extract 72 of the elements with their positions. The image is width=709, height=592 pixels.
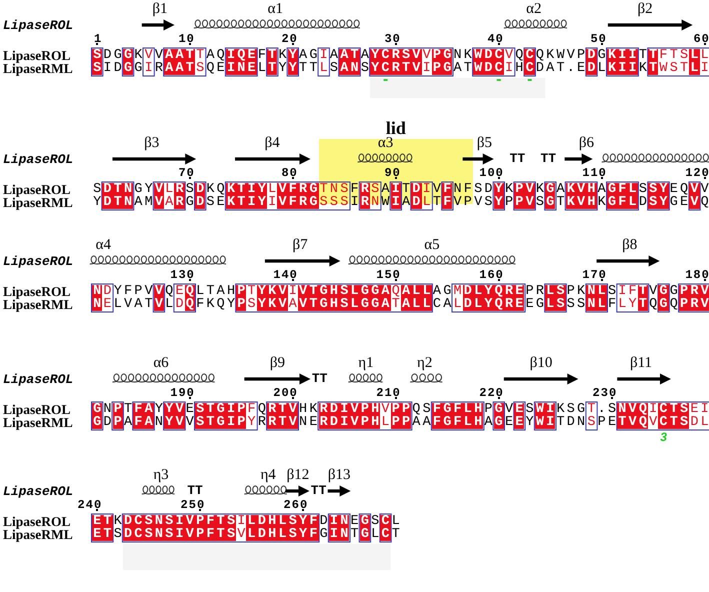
structure-label: η1	[358, 355, 374, 372]
structure-label: β9	[270, 355, 285, 372]
position-number: 240	[78, 498, 102, 512]
sequence-name: LipaseROL	[3, 152, 74, 167]
turn-label: TT	[540, 151, 556, 166]
sequence-name: LipaseRML	[3, 298, 73, 311]
position-number: 220	[479, 386, 504, 400]
position-number: 160	[479, 268, 504, 282]
structure-label: η3	[153, 467, 169, 484]
position-number: 80	[281, 166, 298, 180]
position-number: 30	[384, 32, 401, 46]
position-number: 130	[170, 268, 195, 282]
position-number: 140	[273, 268, 298, 282]
turn-label: TT	[510, 151, 526, 166]
structure-label: β1	[152, 1, 168, 18]
position-number: 210	[376, 386, 401, 400]
structure-label: η2	[417, 355, 432, 372]
sequence-name: LipaseROL	[3, 372, 74, 387]
position-number: 170	[582, 268, 607, 282]
position-number: 120	[685, 166, 709, 180]
position-number: 110	[582, 166, 607, 180]
region-label: lid	[386, 118, 407, 138]
structure-label: η4	[260, 467, 276, 484]
structure-label: α2	[526, 1, 542, 18]
sequence-name: LipaseRML	[3, 196, 73, 209]
position-number: 10	[178, 32, 195, 46]
sequence-name: LipaseRML	[3, 416, 73, 429]
structure-label: β3	[144, 135, 160, 152]
turn-label: TT	[187, 483, 203, 498]
turn-label: TT	[312, 371, 328, 386]
position-number: 70	[178, 166, 195, 180]
structure-label: α3	[378, 135, 394, 152]
sequence-name: LipaseRML	[3, 62, 73, 75]
sequence-name: LipaseROL	[3, 403, 71, 416]
structure-label: β6	[578, 135, 594, 152]
sequence-name: LipaseROL	[3, 254, 74, 269]
sequence-name: LipaseROL	[3, 18, 74, 33]
structure-label: β5	[476, 135, 492, 152]
structure-label: α1	[268, 1, 283, 18]
structure-label: β10	[530, 355, 552, 372]
sequence-name: LipaseROL	[3, 285, 71, 298]
structure-label: β12	[286, 467, 310, 484]
position-number: 90	[384, 166, 401, 180]
position-number: 20	[281, 32, 298, 46]
structure-label: α5	[424, 237, 440, 254]
sequence-name: LipaseRML	[3, 528, 73, 541]
structure-label: β7	[292, 237, 308, 254]
position-number: 190	[170, 386, 195, 400]
sequence-name: LipaseROL	[3, 484, 74, 499]
structure-label: α6	[153, 355, 169, 372]
structure-label: β11	[630, 355, 652, 372]
position-number: 260	[284, 498, 308, 512]
sequence-name: LipaseROL	[3, 515, 71, 528]
position-number: 180	[685, 268, 709, 282]
sequence-name: LipaseROL	[3, 49, 71, 62]
position-number: 50	[590, 32, 607, 46]
position-number: 40	[487, 32, 504, 46]
position-number: 1	[94, 32, 102, 46]
position-number: 100	[479, 166, 504, 180]
position-number: 150	[376, 268, 401, 282]
position-number: 250	[180, 498, 206, 512]
structure-label: β4	[264, 135, 280, 152]
position-number: 200	[273, 386, 298, 400]
position-number: 60	[693, 32, 709, 46]
position-number: 230	[592, 386, 618, 400]
sequence-name: LipaseROL	[3, 183, 71, 196]
turn-label: TT	[310, 483, 326, 498]
structure-label: α4	[96, 237, 111, 254]
disulfide-number: 3	[660, 430, 667, 444]
structure-label: β2	[638, 1, 653, 18]
structure-label: β8	[622, 237, 638, 254]
structure-label: β13	[328, 467, 350, 484]
